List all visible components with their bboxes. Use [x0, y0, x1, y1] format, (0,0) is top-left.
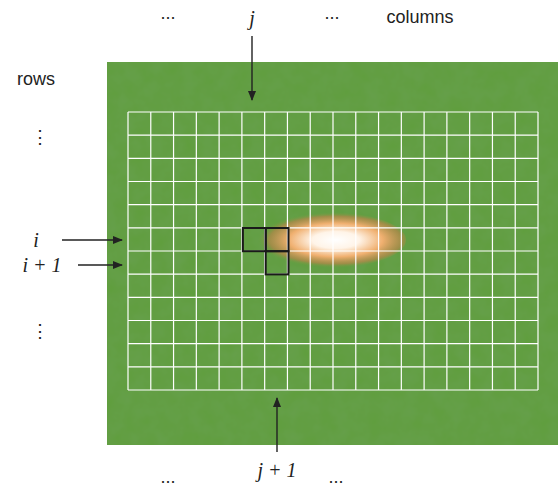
ellipsis: ⋮ [31, 128, 49, 148]
pixel-grid [128, 112, 538, 390]
image-texture [107, 62, 558, 445]
green-image [107, 62, 558, 445]
ellipsis: ⋮ [31, 322, 49, 342]
column-index: j [249, 7, 255, 29]
ellipsis: ... [160, 468, 175, 488]
ellipsis: ... [328, 468, 343, 488]
axis-label: rows [17, 70, 55, 90]
ellipsis: ... [324, 4, 339, 24]
highlighted-pixels [243, 228, 289, 274]
ellipsis: ... [160, 4, 175, 24]
axis-label: columns [386, 8, 453, 28]
row-index: i + 1 [22, 254, 61, 276]
row-index: i [33, 229, 39, 251]
pointer-arrows [62, 36, 277, 452]
bright-spot [250, 212, 406, 268]
column-index: j + 1 [257, 459, 296, 481]
